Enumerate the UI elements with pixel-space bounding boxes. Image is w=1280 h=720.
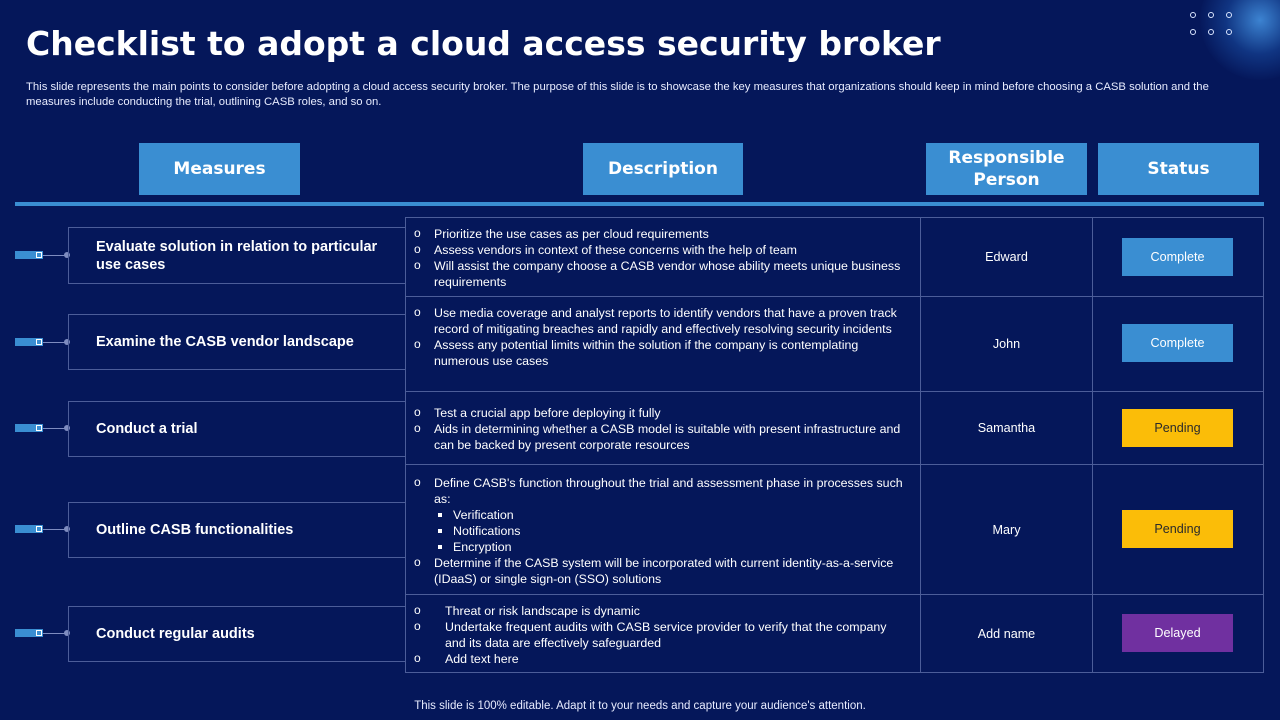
row-connector — [15, 524, 70, 534]
footer-note: This slide is 100% editable. Adapt it to… — [414, 700, 866, 712]
measure-box: Outline CASB functionalities — [68, 502, 406, 558]
table-column-divider — [1092, 217, 1093, 673]
description-item: Add text here — [414, 650, 908, 667]
status-badge: Delayed — [1122, 614, 1233, 652]
measure-box: Evaluate solution in relation to particu… — [68, 227, 406, 284]
description-item: Assess vendors in context of these conce… — [414, 241, 908, 258]
description-item: Will assist the company choose a CASB ve… — [414, 257, 908, 290]
description-cell: Test a crucial app before deploying it f… — [414, 404, 908, 453]
description-item: Prioritize the use cases as per cloud re… — [414, 225, 908, 242]
description-subitem: Encryption — [414, 539, 908, 555]
description-cell: Prioritize the use cases as per cloud re… — [414, 225, 908, 290]
table-row-divider — [405, 464, 1264, 465]
description-item: Test a crucial app before deploying it f… — [414, 404, 908, 421]
status-badge: Complete — [1122, 238, 1233, 276]
header-divider — [15, 202, 1264, 206]
description-item: Define CASB's function throughout the tr… — [414, 474, 908, 507]
responsible-person: John — [992, 337, 1021, 351]
table-row-divider — [405, 594, 1264, 595]
measure-box: Examine the CASB vendor landscape — [68, 314, 406, 370]
description-item: Aids in determining whether a CASB model… — [414, 420, 908, 453]
row-connector — [15, 337, 70, 347]
description-item: Use media coverage and analyst reports t… — [414, 304, 908, 337]
status-badge: Pending — [1122, 510, 1233, 548]
description-item: Threat or risk landscape is dynamic — [414, 602, 908, 619]
header-measures: Measures — [139, 143, 300, 195]
header-responsible-person: Responsible Person — [926, 143, 1087, 195]
description-subitem: Verification — [414, 507, 908, 523]
description-cell: Threat or risk landscape is dynamic Unde… — [414, 602, 908, 667]
row-connector — [15, 423, 70, 433]
description-cell: Define CASB's function throughout the tr… — [414, 474, 908, 587]
slide-subtitle: This slide represents the main points to… — [26, 81, 1209, 108]
status-badge: Pending — [1122, 409, 1233, 447]
description-item: Undertake frequent audits with CASB serv… — [414, 618, 908, 651]
description-cell: Use media coverage and analyst reports t… — [414, 304, 908, 369]
measure-box: Conduct a trial — [68, 401, 406, 457]
row-connector — [15, 250, 70, 260]
description-subitem: Notifications — [414, 523, 908, 539]
dots-decoration — [1190, 12, 1240, 40]
header-description: Description — [583, 143, 743, 195]
measure-box: Conduct regular audits — [68, 606, 406, 662]
slide-title: Checklist to adopt a cloud access securi… — [26, 24, 941, 63]
status-badge: Complete — [1122, 324, 1233, 362]
header-status: Status — [1098, 143, 1259, 195]
row-connector — [15, 628, 70, 638]
responsible-person: Edward — [985, 250, 1028, 264]
description-item: Determine if the CASB system will be inc… — [414, 554, 908, 587]
responsible-person: Samantha — [977, 421, 1036, 435]
table-row-divider — [405, 296, 1264, 297]
checklist-table — [405, 217, 1264, 673]
responsible-person: Add name — [977, 627, 1036, 641]
responsible-person: Mary — [992, 523, 1021, 537]
table-column-divider — [920, 217, 921, 673]
table-row-divider — [405, 391, 1264, 392]
description-item: Assess any potential limits within the s… — [414, 336, 908, 369]
